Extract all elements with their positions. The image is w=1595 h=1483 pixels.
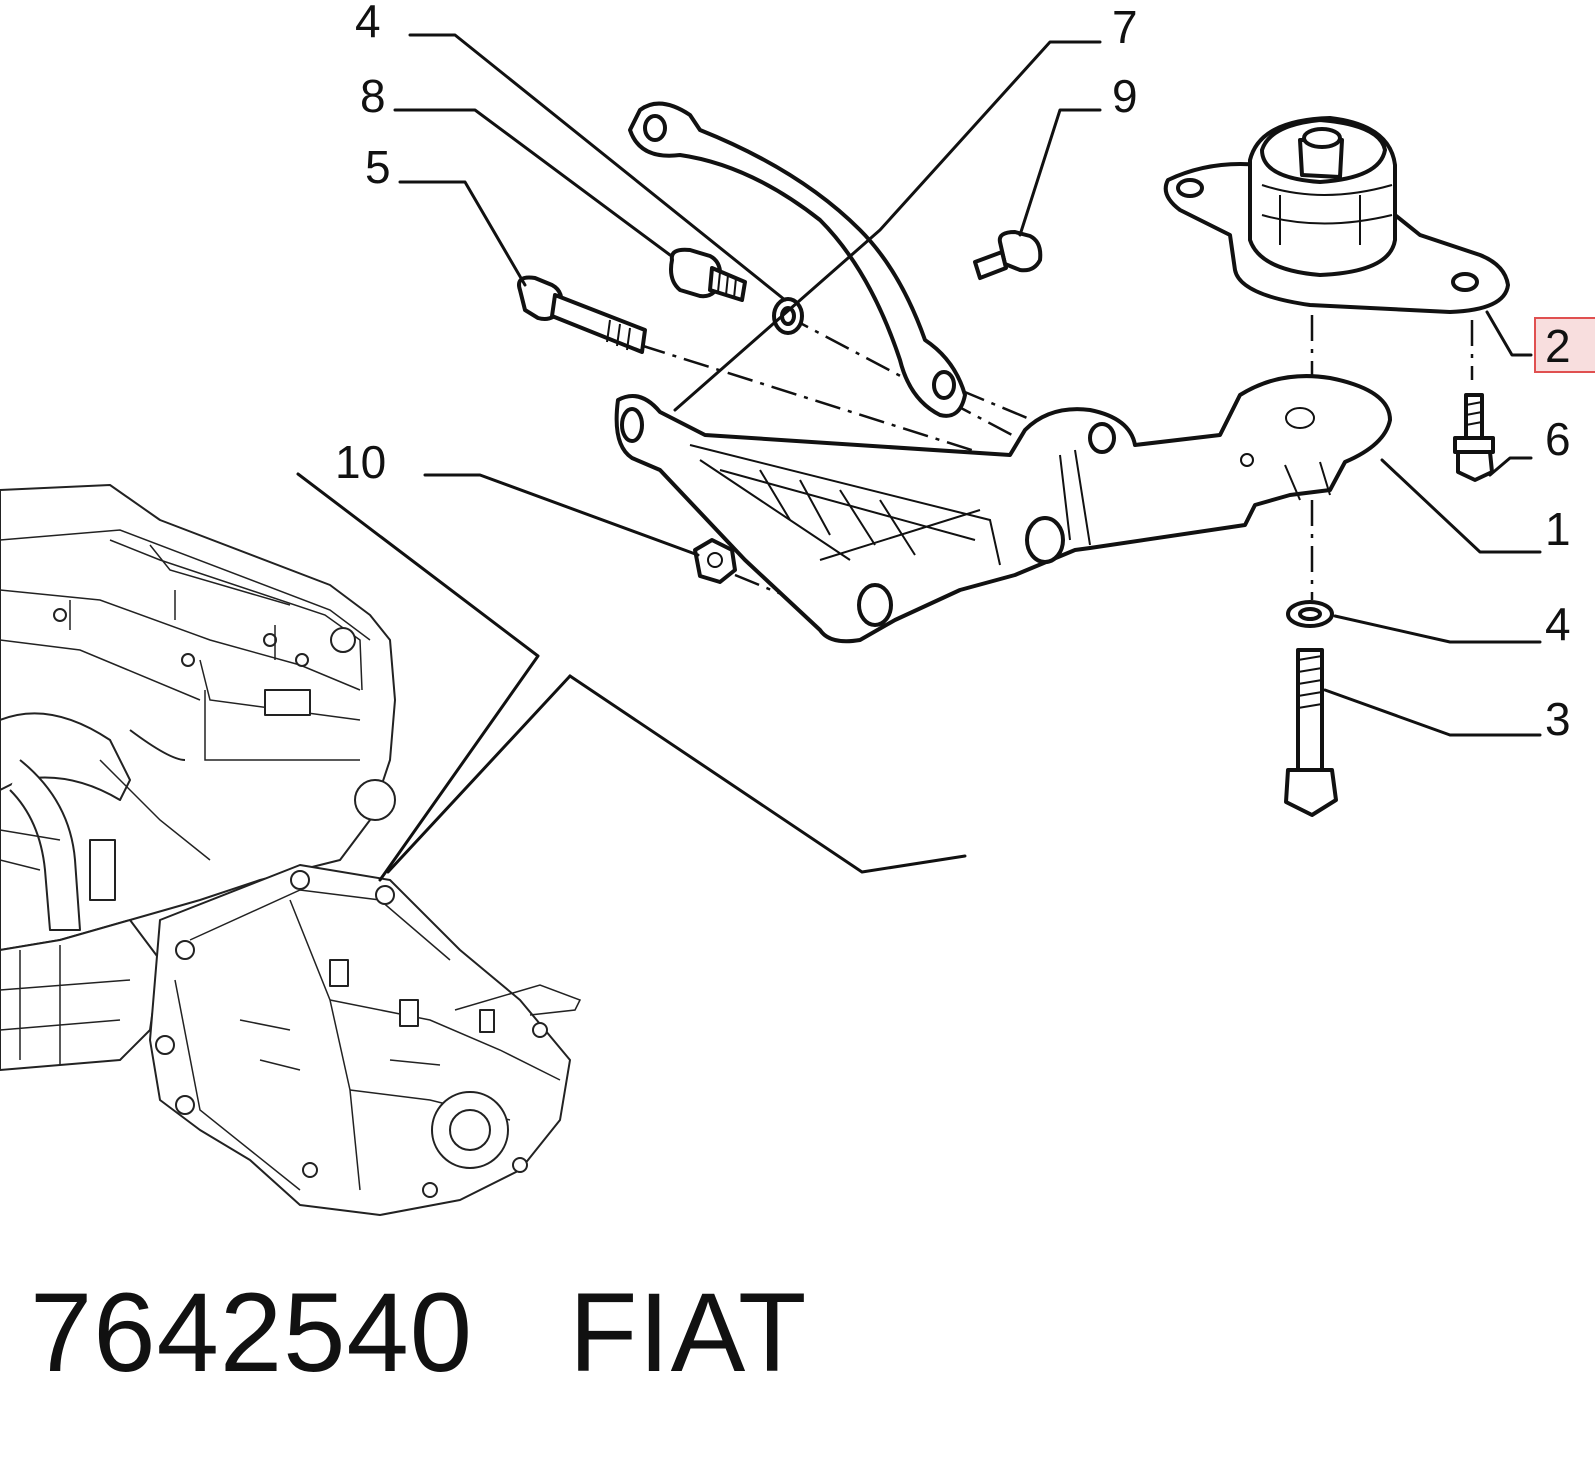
callout-4-top: 4 [355, 0, 381, 47]
part-8-bolt [669, 247, 747, 302]
engine-gearbox-illustration [0, 484, 582, 1216]
leader-lines [393, 33, 1542, 737]
part-6-bolt [1453, 393, 1495, 482]
part-4-washer-top [772, 297, 804, 335]
part-5-long-bolt [517, 275, 647, 354]
part-1-bracket [614, 374, 1392, 644]
part-7-torque-rod [628, 101, 967, 418]
part-3-bolt [1284, 648, 1338, 817]
engine-pointer-lines [296, 472, 967, 882]
callout-8: 8 [360, 70, 386, 122]
part-9-bolt [973, 230, 1043, 280]
callout-5: 5 [365, 141, 391, 193]
callout-2-highlight [1534, 317, 1595, 373]
part-caption: 7642540 FIAT [30, 1268, 807, 1397]
callout-7: 7 [1112, 1, 1138, 53]
callout-10: 10 [335, 436, 386, 488]
part-4-washer-bottom [1286, 600, 1334, 628]
callout-6: 6 [1545, 413, 1571, 465]
callout-4-bottom: 4 [1545, 598, 1571, 650]
callout-9: 9 [1112, 70, 1138, 122]
callout-labels: 4 7 8 9 5 2 6 10 1 4 3 [335, 0, 1571, 745]
part-number: 7642540 [30, 1270, 474, 1395]
part-2-engine-mount [1163, 116, 1510, 314]
callout-2: 2 [1545, 320, 1571, 372]
callout-3: 3 [1545, 693, 1571, 745]
brand-name: FIAT [569, 1270, 808, 1395]
part-10-nut [693, 538, 737, 584]
callout-1: 1 [1545, 503, 1571, 555]
